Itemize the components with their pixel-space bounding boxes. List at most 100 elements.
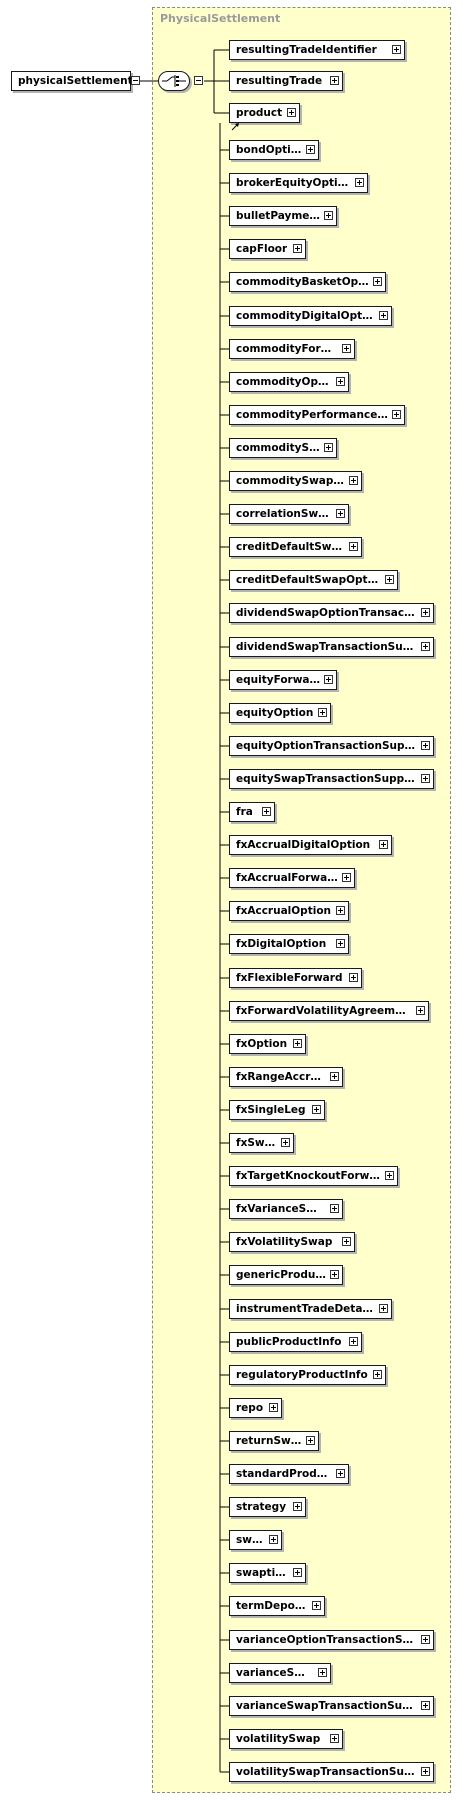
- expand-icon[interactable]: [312, 1601, 321, 1610]
- element-fx-accrual-forward[interactable]: fxAccrualForward: [229, 868, 355, 888]
- element-bond-option[interactable]: bondOption: [229, 140, 319, 160]
- sequence-collapse-icon[interactable]: [194, 76, 203, 85]
- expand-icon[interactable]: [293, 244, 302, 253]
- element-variance-swap[interactable]: varianceSwap: [229, 1663, 331, 1683]
- element-term-deposit[interactable]: termDeposit: [229, 1596, 325, 1616]
- element-fx-accrual-option[interactable]: fxAccrualOption: [229, 901, 349, 921]
- element-swap[interactable]: swap: [229, 1530, 282, 1550]
- expand-icon[interactable]: [269, 1403, 278, 1412]
- expand-icon[interactable]: [262, 807, 271, 816]
- expand-icon[interactable]: [269, 1535, 278, 1544]
- expand-icon[interactable]: [349, 973, 358, 982]
- expand-icon[interactable]: [421, 1701, 430, 1710]
- element-equity-option[interactable]: equityOption: [229, 703, 331, 723]
- expand-icon[interactable]: [324, 443, 333, 452]
- element-dividend-swap-option-transactio[interactable]: dividendSwapOptionTransactio...: [229, 603, 434, 623]
- element-commodity-basket-option[interactable]: commodityBasketOption: [229, 272, 386, 292]
- expand-icon[interactable]: [330, 1204, 339, 1213]
- element-commodity-forward[interactable]: commodityForward: [229, 339, 355, 359]
- expand-icon[interactable]: [330, 1072, 339, 1081]
- expand-icon[interactable]: [421, 1767, 430, 1776]
- element-repo[interactable]: repo: [229, 1398, 282, 1418]
- expand-icon[interactable]: [385, 1171, 394, 1180]
- expand-icon[interactable]: [349, 542, 358, 551]
- expand-icon[interactable]: [281, 1138, 290, 1147]
- element-commodity-swaption[interactable]: commoditySwaption: [229, 471, 362, 491]
- expand-icon[interactable]: [306, 145, 315, 154]
- collapse-icon[interactable]: [131, 76, 140, 85]
- expand-icon[interactable]: [306, 1436, 315, 1445]
- root-element-physical-settlement[interactable]: physicalSettlement: [11, 71, 140, 91]
- element-cap-floor[interactable]: capFloor: [229, 239, 306, 259]
- expand-icon[interactable]: [336, 509, 345, 518]
- element-fra[interactable]: fra: [229, 802, 275, 822]
- element-equity-option-transaction-supple[interactable]: equityOptionTransactionSupple...: [229, 736, 434, 756]
- expand-icon[interactable]: [379, 840, 388, 849]
- element-return-swap[interactable]: returnSwap: [229, 1431, 319, 1451]
- expand-icon[interactable]: [324, 211, 333, 220]
- expand-icon[interactable]: [385, 575, 394, 584]
- element-credit-default-swap[interactable]: creditDefaultSwap: [229, 537, 362, 557]
- expand-icon[interactable]: [355, 178, 364, 187]
- expand-icon[interactable]: [349, 476, 358, 485]
- expand-icon[interactable]: [392, 45, 401, 54]
- expand-icon[interactable]: [318, 1668, 327, 1677]
- expand-icon[interactable]: [342, 1237, 351, 1246]
- element-generic-product[interactable]: genericProduct: [229, 1265, 343, 1285]
- expand-icon[interactable]: [293, 1502, 302, 1511]
- element-variance-swap-transaction-suppl[interactable]: varianceSwapTransactionSuppl...: [229, 1696, 434, 1716]
- element-standard-product[interactable]: standardProduct: [229, 1464, 349, 1484]
- expand-icon[interactable]: [421, 741, 430, 750]
- expand-icon[interactable]: [336, 377, 345, 386]
- element-fx-swap[interactable]: fxSwap: [229, 1133, 294, 1153]
- element-equity-swap-transaction-supple[interactable]: equitySwapTransactionSupple...: [229, 769, 434, 789]
- element-fx-accrual-digital-option[interactable]: fxAccrualDigitalOption: [229, 835, 392, 855]
- element-fx-forward-volatility-agreement[interactable]: fxForwardVolatilityAgreement: [229, 1001, 429, 1021]
- element-product[interactable]: product: [229, 103, 300, 123]
- expand-icon[interactable]: [336, 1469, 345, 1478]
- element-fx-single-leg[interactable]: fxSingleLeg: [229, 1100, 325, 1120]
- expand-icon[interactable]: [336, 939, 345, 948]
- element-fx-option[interactable]: fxOption: [229, 1034, 306, 1054]
- expand-icon[interactable]: [379, 311, 388, 320]
- expand-icon[interactable]: [293, 1039, 302, 1048]
- expand-icon[interactable]: [421, 608, 430, 617]
- expand-icon[interactable]: [324, 675, 333, 684]
- expand-icon[interactable]: [293, 1568, 302, 1577]
- expand-icon[interactable]: [421, 642, 430, 651]
- element-strategy[interactable]: strategy: [229, 1497, 306, 1517]
- element-fx-volatility-swap[interactable]: fxVolatilitySwap: [229, 1232, 355, 1252]
- element-commodity-option[interactable]: commodityOption: [229, 372, 349, 392]
- expand-icon[interactable]: [349, 1337, 358, 1346]
- element-credit-default-swap-option[interactable]: creditDefaultSwapOption: [229, 570, 398, 590]
- element-fx-digital-option[interactable]: fxDigitalOption: [229, 934, 349, 954]
- expand-icon[interactable]: [421, 1635, 430, 1644]
- element-equity-forward[interactable]: equityForward: [229, 670, 337, 690]
- element-fx-range-accrual[interactable]: fxRangeAccrual: [229, 1067, 343, 1087]
- element-commodity-performance-swap[interactable]: commodityPerformanceSwap: [229, 405, 405, 425]
- element-regulatory-product-info[interactable]: regulatoryProductInfo: [229, 1365, 386, 1385]
- element-resulting-trade[interactable]: resultingTrade: [229, 71, 343, 91]
- expand-icon[interactable]: [330, 1734, 339, 1743]
- expand-icon[interactable]: [421, 774, 430, 783]
- element-dividend-swap-transaction-suppl[interactable]: dividendSwapTransactionSuppl...: [229, 637, 434, 657]
- element-broker-equity-option[interactable]: brokerEquityOption: [229, 173, 368, 193]
- expand-icon[interactable]: [318, 708, 327, 717]
- expand-icon[interactable]: [392, 410, 401, 419]
- expand-icon[interactable]: [336, 906, 345, 915]
- element-fx-flexible-forward[interactable]: fxFlexibleForward: [229, 968, 362, 988]
- expand-icon[interactable]: [330, 76, 339, 85]
- expand-icon[interactable]: [330, 1270, 339, 1279]
- expand-icon[interactable]: [312, 1105, 321, 1114]
- sequence-compositor[interactable]: [158, 71, 190, 91]
- element-fx-target-knockout-forward[interactable]: fxTargetKnockoutForward: [229, 1166, 398, 1186]
- expand-icon[interactable]: [287, 108, 296, 117]
- element-volatility-swap-transaction-suppl[interactable]: volatilitySwapTransactionSuppl...: [229, 1762, 434, 1782]
- element-swaption[interactable]: swaption: [229, 1563, 306, 1583]
- element-instrument-trade-details[interactable]: instrumentTradeDetails: [229, 1299, 392, 1319]
- expand-icon[interactable]: [373, 1370, 382, 1379]
- expand-icon[interactable]: [416, 1006, 425, 1015]
- expand-icon[interactable]: [373, 277, 382, 286]
- element-correlation-swap[interactable]: correlationSwap: [229, 504, 349, 524]
- expand-icon[interactable]: [342, 873, 351, 882]
